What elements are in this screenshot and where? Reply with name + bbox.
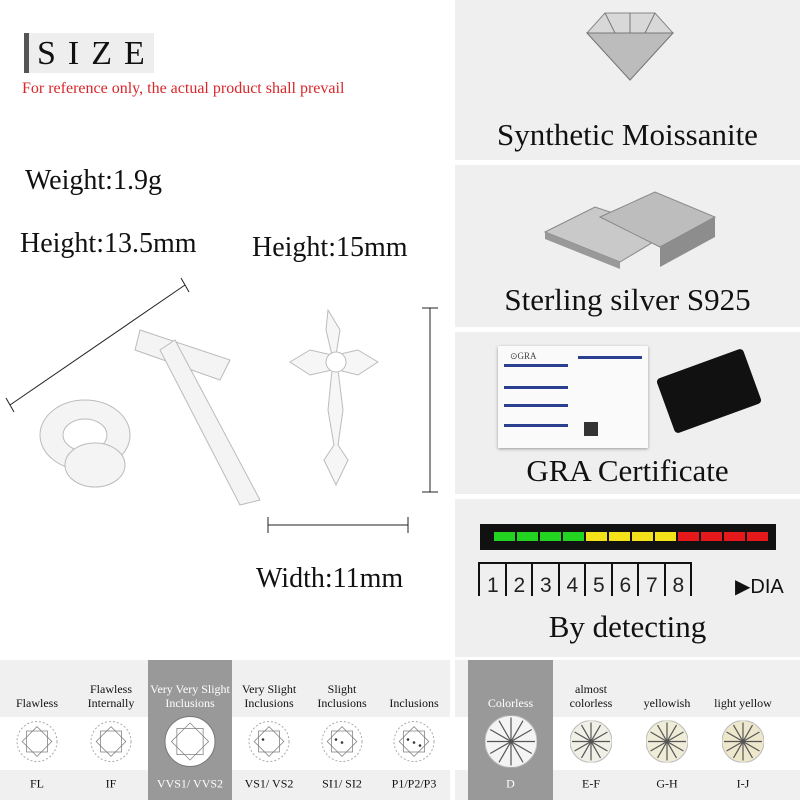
dia-label: DIA: [750, 576, 784, 598]
clarity-code: VVS1/ VVS2: [156, 776, 224, 791]
side-earring: [39, 329, 261, 506]
clarity-code: IF: [105, 776, 117, 791]
width-label: Width:11mm: [256, 563, 404, 594]
play-icon: ▶: [735, 576, 751, 598]
scale-tick: [610, 562, 613, 596]
diamond-clarity-icon: [163, 715, 217, 774]
scale-tick: [478, 562, 480, 596]
diamond-color-icon: [569, 720, 613, 768]
tester-segment: [517, 532, 538, 541]
color-label: Colorless: [487, 696, 534, 710]
scale-tick: [584, 562, 586, 596]
feature-moissanite: Synthetic Moissanite: [455, 0, 800, 160]
diamond-icon: [585, 12, 675, 81]
color-label: yellowish: [643, 696, 691, 710]
clarity-grade: Flawless Internally IF: [74, 660, 148, 800]
height-side-label: Height:13.5mm: [20, 228, 197, 259]
silver-bar-icon: [543, 191, 717, 269]
scale-tick: [531, 562, 533, 596]
color-label: light yellow: [714, 696, 772, 710]
height-front-label: Height:15mm: [252, 232, 408, 263]
reference-note: For reference only, the actual product s…: [22, 80, 345, 97]
color-code: G-H: [656, 776, 678, 791]
feature-silver: Sterling silver S925: [455, 165, 800, 327]
feature-title: Sterling silver S925: [504, 282, 751, 317]
color-grade: yellowish G-H: [629, 660, 705, 800]
scale-number: 1: [487, 574, 499, 597]
diamond-clarity-icon: [15, 720, 59, 769]
color-grade: light yellow I-J: [705, 660, 781, 800]
diamond-color-icon: [721, 720, 765, 768]
dimension-lines: [5, 277, 438, 533]
clarity-grade: Very Slight Inclusions VS1/ VS2: [232, 660, 306, 800]
diamond-clarity-icon: [320, 720, 364, 769]
clarity-grade: Slight Inclusions SI1/ SI2: [306, 660, 378, 800]
tester-segment: [540, 532, 561, 541]
scale-line: [478, 562, 690, 564]
cert-logo: ⊙GRA: [510, 351, 537, 361]
scale-number: 3: [540, 574, 552, 597]
tester-segment: [632, 532, 653, 541]
diamond-color-icon: [645, 720, 689, 768]
scale-number: 6: [619, 574, 632, 597]
color-grade: almost colorless E-F: [553, 660, 629, 800]
dia-indicator: ▶DIA: [735, 574, 784, 599]
clarity-grade: Very Very Slight Inclusions VVS1/ VVS2: [148, 660, 232, 800]
scale-number: 4: [566, 574, 579, 597]
tester-segment: [609, 532, 630, 541]
clarity-label: Very Very Slight Inclusions: [150, 682, 230, 710]
tester-segment: [563, 532, 584, 541]
color-code: E-F: [582, 776, 600, 791]
diamond-clarity-icon: [247, 720, 291, 769]
certificate-icon: ⊙GRA: [498, 346, 648, 448]
color-code: I-J: [736, 776, 750, 791]
earring-illustration: [5, 277, 438, 533]
clarity-code: P1/P2/P3: [391, 776, 437, 791]
tester-segment: [494, 532, 515, 541]
feature-title: Synthetic Moissanite: [497, 117, 758, 152]
diamond-clarity-icon: [89, 720, 133, 769]
clarity-label: Slight Inclusions: [317, 682, 367, 710]
scale-tick: [637, 562, 639, 596]
scale-tick: [690, 562, 692, 596]
scale-tick: [557, 562, 560, 596]
color-code: D: [506, 776, 515, 791]
tester-segment: [701, 532, 722, 541]
tester-segment: [724, 532, 745, 541]
color-label: almost colorless: [569, 682, 613, 710]
scale-number: 5: [593, 574, 605, 597]
scale-number: 8: [672, 574, 685, 597]
scale-number: 2: [513, 574, 526, 597]
feature-title: GRA Certificate: [526, 453, 729, 488]
clarity-code: VS1/ VS2: [244, 776, 294, 791]
tester-segment: [747, 532, 768, 541]
clarity-code: FL: [29, 776, 44, 791]
weight-label: Weight:1.9g: [25, 165, 162, 196]
diamond-clarity-icon: [392, 720, 436, 769]
tester-segment: [655, 532, 676, 541]
clarity-label: Flawless Internally: [87, 682, 135, 710]
clarity-label: Very Slight Inclusions: [241, 682, 297, 710]
feature-title: By detecting: [548, 609, 707, 644]
clarity-grade: Inclusions P1/P2/P3: [378, 660, 450, 800]
scale-number: 7: [646, 574, 658, 597]
scale-tick: [663, 562, 666, 596]
feature-certificate: ⊙GRA GRA Certificate: [455, 332, 800, 494]
clarity-code: SI1/ SI2: [322, 776, 362, 791]
size-title: SIZE: [24, 33, 154, 73]
clarity-label: Inclusions: [389, 696, 439, 710]
diamond-color-icon: [484, 715, 537, 773]
gra-card: [655, 348, 763, 434]
clarity-grade: Flawless FL: [0, 660, 74, 800]
tester-segment: [678, 532, 699, 541]
front-earring-cross: [289, 308, 379, 487]
clarity-label: Flawless: [16, 696, 58, 710]
scale-tick: [504, 562, 507, 596]
color-grade: Colorless D: [468, 660, 553, 800]
tester-segment: [586, 532, 607, 541]
